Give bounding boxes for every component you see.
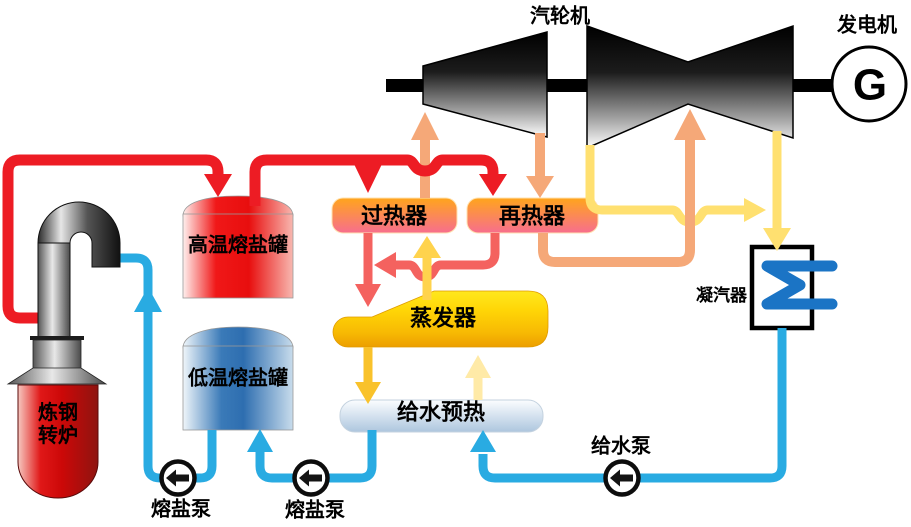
reheater-box — [466, 197, 599, 234]
cooled-salt-arrows — [355, 252, 396, 307]
evaporator-label: 蒸发器 — [409, 305, 477, 331]
salt-pump-left-icon — [159, 459, 197, 497]
arrow-into-preheater-water — [470, 430, 496, 452]
hot-salt-tank-shape — [182, 195, 294, 299]
superheater-box — [331, 197, 458, 234]
hot-steam-arrows — [411, 109, 706, 198]
condenser-label: 凝汽器 — [696, 286, 747, 306]
arrow-to-condenser-line — [744, 198, 766, 222]
turbine-generator-group — [386, 24, 908, 150]
hot-salt-tank-label: 高温熔盐罐 — [188, 234, 288, 257]
generator-symbol: G — [852, 60, 888, 110]
condenser-coil-icon — [761, 260, 838, 310]
shaft-middle — [545, 79, 589, 92]
cooled-salt-pipes — [363, 233, 500, 286]
converter-shape — [6, 201, 121, 499]
converter-chimney-hook — [37, 201, 121, 268]
shaft-left — [386, 79, 425, 92]
arrow-into-hot-tank — [204, 174, 232, 197]
hp-turbine-shape — [422, 31, 548, 138]
hot-salt-pipes — [2, 154, 499, 324]
shaft-right — [791, 79, 833, 92]
pump-arrow-icon — [610, 469, 633, 487]
generator-circle — [830, 45, 908, 123]
arrow-into-reheater-salt — [479, 174, 507, 196]
hot-salt-arrows — [204, 164, 507, 197]
pump-arrow-icon — [166, 469, 189, 487]
arrow-into-reheater-steam — [526, 176, 554, 198]
exhaust-steam-arrows — [744, 198, 791, 251]
feedwater-pump-label: 给水泵 — [591, 435, 651, 458]
feedwater-preheater-box — [339, 399, 544, 433]
arrow-into-evaporator — [355, 284, 381, 307]
generator-label: 发电机 — [837, 14, 897, 37]
arrow-to-converter — [134, 287, 162, 312]
reheater-label: 再热器 — [498, 203, 566, 229]
steam-turbine-label: 汽轮机 — [530, 5, 590, 28]
cold-salt-tank-label: 低温熔盐罐 — [188, 367, 288, 390]
converter-label-line2: 转炉 — [38, 425, 78, 447]
superheater-label: 过热器 — [360, 203, 428, 229]
converter-neck — [32, 339, 82, 371]
salt-to-preheater-arrow — [355, 382, 381, 404]
arrow-into-superheater — [413, 236, 441, 258]
preheated-water-arrow — [465, 355, 491, 378]
exhaust-steam-pipes — [585, 131, 782, 230]
arrow-into-condenser — [763, 228, 791, 251]
feedwater-pump-icon — [603, 459, 641, 497]
salt-pump-left-label: 熔盐泵 — [151, 498, 211, 521]
cold-salt-tank-shape — [182, 326, 294, 431]
cold-water-arrows — [134, 287, 496, 452]
evap-steam-arrows — [413, 236, 441, 258]
salt-pump-middle-label: 熔盐泵 — [285, 499, 345, 522]
salt-pump-middle-icon — [292, 459, 330, 497]
converter-label: 炼钢 转炉 — [38, 402, 78, 448]
converter-flange — [30, 336, 84, 340]
feedwater-preheater-label: 给水预热 — [396, 399, 486, 425]
arrow-into-preheater — [355, 382, 381, 404]
condenser-shape — [749, 244, 838, 331]
arrow-into-cold-tank — [247, 429, 273, 452]
pump-arrow-icon — [299, 469, 322, 487]
arrow-into-hp-turbine — [411, 112, 439, 140]
converter-skirt — [6, 367, 108, 385]
arrow-merge-left — [374, 252, 396, 278]
converter-vessel — [17, 384, 99, 499]
arrow-into-lp-turbine — [674, 109, 706, 140]
arrow-water-into-evaporator — [465, 355, 491, 378]
converter-label-line1: 炼钢 — [38, 402, 78, 424]
arrow-into-superheater-salt — [354, 164, 382, 193]
evaporator-shape — [332, 290, 549, 348]
